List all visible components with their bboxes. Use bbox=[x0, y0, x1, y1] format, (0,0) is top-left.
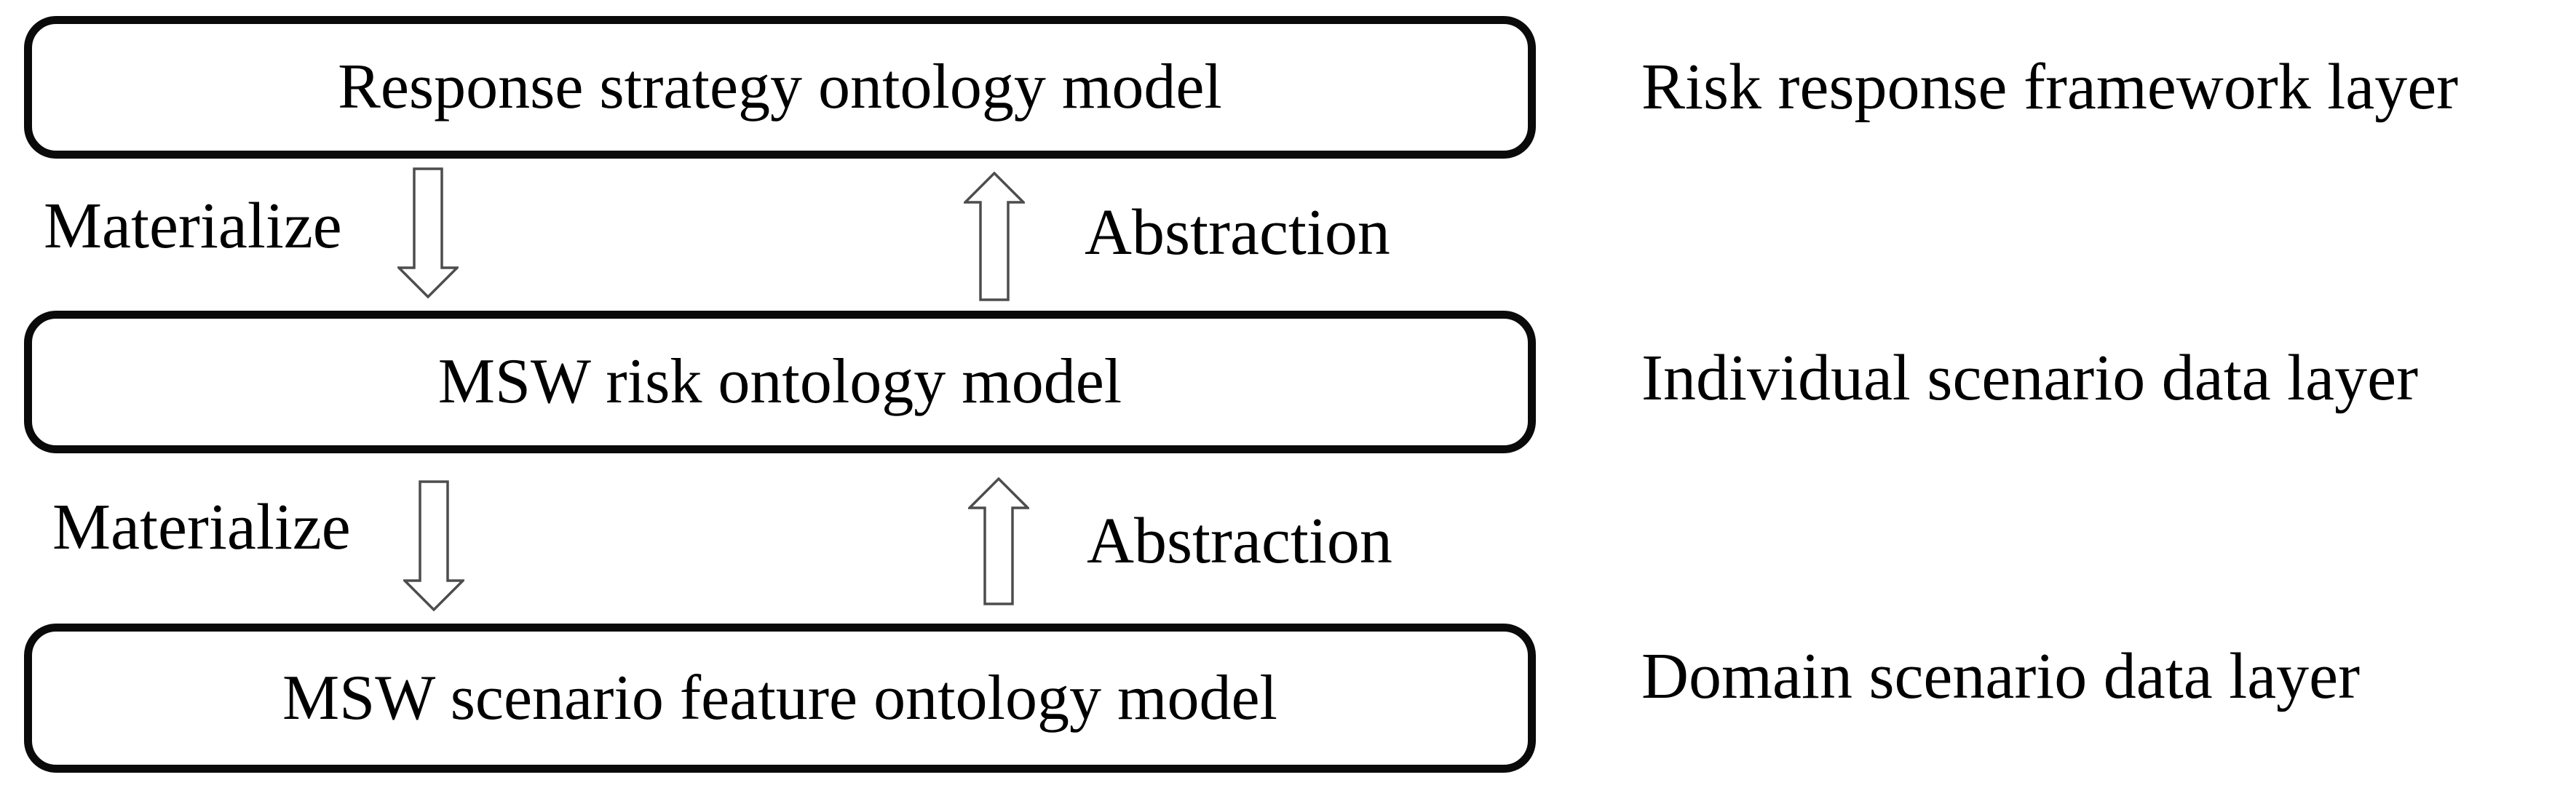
response-strategy-ontology-label: Response strategy ontology model bbox=[338, 52, 1222, 122]
materialize-label-2: Materialize bbox=[52, 491, 351, 563]
up-arrow-icon bbox=[968, 477, 1029, 605]
msw-scenario-feature-ontology-label: MSW scenario feature ontology model bbox=[282, 662, 1277, 733]
response-strategy-ontology-box: Response strategy ontology model bbox=[24, 16, 1536, 159]
individual-scenario-data-layer-annotation: Individual scenario data layer bbox=[1641, 342, 2419, 414]
domain-scenario-data-layer-annotation: Domain scenario data layer bbox=[1641, 640, 2361, 712]
risk-response-framework-layer-annotation: Risk response framework layer bbox=[1641, 51, 2459, 123]
abstraction-label-2: Abstraction bbox=[1087, 505, 1392, 577]
materialize-label-1: Materialize bbox=[44, 190, 342, 262]
up-arrow-icon bbox=[964, 172, 1025, 301]
msw-scenario-feature-ontology-box: MSW scenario feature ontology model bbox=[24, 624, 1536, 773]
down-arrow-icon bbox=[397, 167, 459, 298]
msw-risk-ontology-label: MSW risk ontology model bbox=[437, 346, 1122, 417]
msw-risk-ontology-box: MSW risk ontology model bbox=[24, 311, 1536, 453]
down-arrow-icon bbox=[403, 480, 464, 611]
abstraction-label-1: Abstraction bbox=[1085, 196, 1390, 268]
